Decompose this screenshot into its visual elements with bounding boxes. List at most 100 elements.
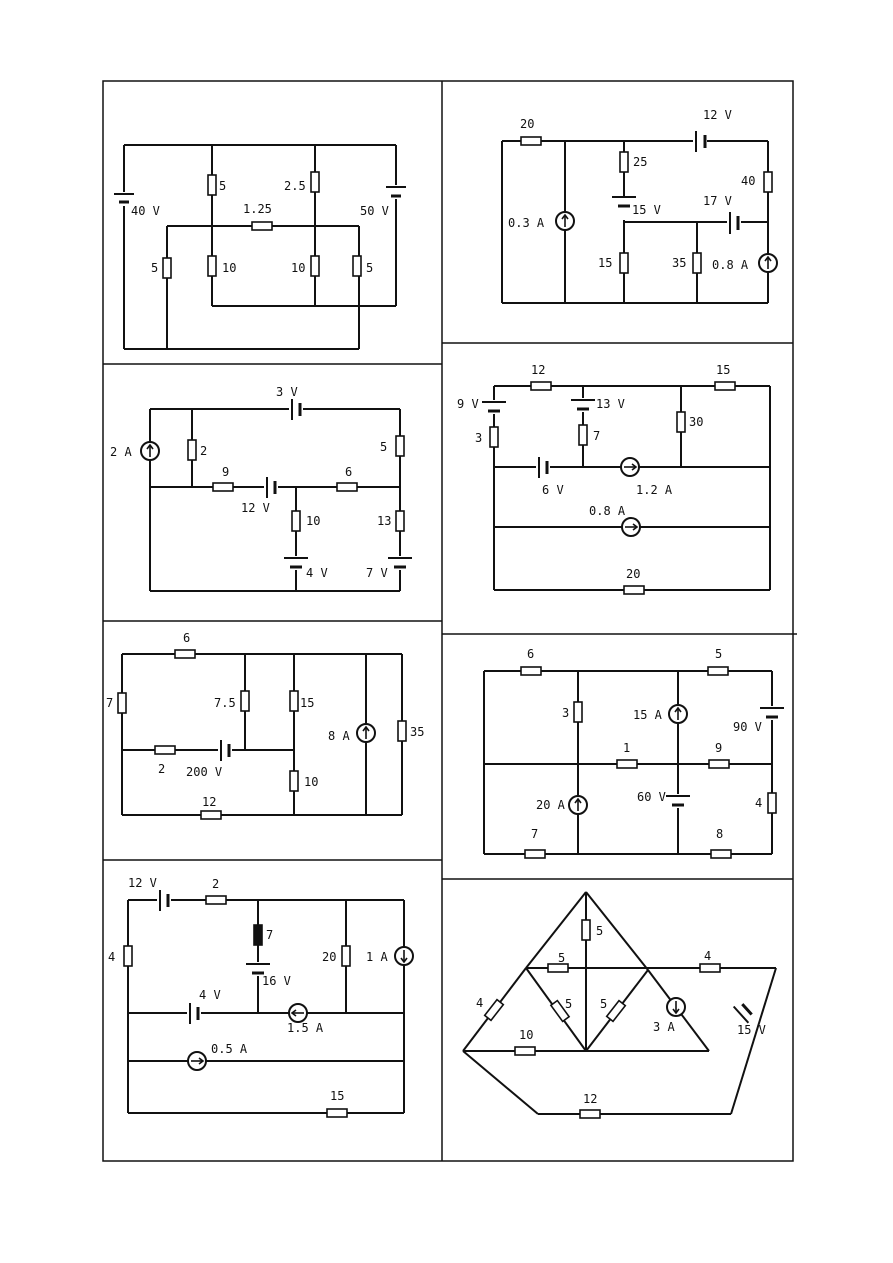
resistor-r5 <box>692 252 702 274</box>
circuit-7: 2 4 7 20 15 12 V 16 V 4 V 1.5 A 1 A 0.5 … <box>108 876 414 1118</box>
resistor-r2 <box>310 171 320 193</box>
label-r5: 30 <box>689 415 703 429</box>
resistor-r3 <box>699 963 721 973</box>
label-v3: 4 V <box>199 988 221 1002</box>
resistor-r5 <box>395 510 405 532</box>
label-r1: 12 <box>531 363 545 377</box>
circuit-8: 5 5 4 4 5 5 10 12 3 A 15 V <box>462 891 777 1119</box>
label-v1: 3 V <box>276 385 298 399</box>
current-source-1a <box>394 946 414 966</box>
label-r4: 1 <box>623 741 630 755</box>
label-r2: 15 <box>716 363 730 377</box>
circuit-4-wires <box>493 385 771 591</box>
label-r5: 13 <box>377 514 391 528</box>
battery-6v <box>536 457 550 478</box>
circuit-5: 6 7 7.5 15 35 2 10 12 200 V 8 A <box>106 631 424 820</box>
label-v3: 6 V <box>542 483 564 497</box>
label-v2: 15 V <box>632 203 661 217</box>
label-r4: 15 <box>300 696 314 710</box>
label-v1: 200 V <box>186 765 222 779</box>
battery-7v <box>388 556 412 570</box>
circuit-2-wires <box>501 140 769 304</box>
battery-3v <box>289 399 303 420</box>
circuit-4: 12 15 3 7 30 20 9 V 13 V 6 V 1.2 A 0.8 A <box>457 363 771 595</box>
label-r2: 5 <box>715 647 722 661</box>
resistor-r2 <box>212 482 234 492</box>
label-r6: 4 <box>755 796 762 810</box>
label-v1: 40 V <box>131 204 160 218</box>
label-r6: 10 <box>306 514 320 528</box>
resistor-r5 <box>397 720 407 742</box>
label-r2: 2.5 <box>284 179 306 193</box>
label-v4: 7 V <box>366 566 388 580</box>
circuit-2: 20 25 40 15 35 12 V 15 V 17 V 0.3 A 0.8 … <box>501 108 778 304</box>
resistor-r4 <box>616 759 638 769</box>
resistor-r2 <box>619 151 629 173</box>
label-r8: 12 <box>202 795 216 809</box>
label-i1: 1.5 A <box>287 1021 324 1035</box>
resistor-r4 <box>341 945 351 967</box>
resistor-r1 <box>520 136 542 146</box>
current-source-0.5a <box>187 1051 207 1071</box>
label-i1: 2 A <box>110 445 132 459</box>
label-v1: 12 V <box>703 108 732 122</box>
resistor-r6 <box>605 999 627 1023</box>
label-r1: 6 <box>183 631 190 645</box>
resistor-r5 <box>708 759 730 769</box>
resistor-r4 <box>162 257 172 279</box>
label-r4: 20 <box>322 950 336 964</box>
resistor-r7 <box>352 255 362 277</box>
resistor-r2 <box>547 963 569 973</box>
battery-200v <box>218 740 232 761</box>
battery-40v <box>114 192 134 206</box>
battery-9v <box>482 400 506 414</box>
label-r7: 10 <box>519 1028 533 1042</box>
label-r4: 15 <box>598 256 612 270</box>
resistor-r2 <box>117 692 127 714</box>
resistor-r2 <box>714 381 736 391</box>
label-r1: 6 <box>527 647 534 661</box>
battery-60v <box>666 794 690 808</box>
label-v2: 12 V <box>241 501 270 515</box>
resistor-r7 <box>289 770 299 792</box>
label-i1: 1.2 A <box>636 483 673 497</box>
resistor-r1 <box>187 439 197 461</box>
resistor-r3 <box>253 924 263 946</box>
label-r5: 35 <box>672 256 686 270</box>
resistor-r1 <box>207 174 217 196</box>
resistor-r4 <box>483 998 505 1022</box>
resistor-r3 <box>489 426 499 448</box>
label-r3: 3 <box>475 431 482 445</box>
label-r3: 7 <box>266 928 273 942</box>
resistor-r1 <box>174 649 196 659</box>
label-r6: 10 <box>291 261 305 275</box>
battery-13v <box>571 398 595 412</box>
label-r8: 12 <box>583 1092 597 1106</box>
resistor-r3 <box>240 690 250 712</box>
current-source-2a <box>140 441 160 461</box>
label-i1: 8 A <box>328 729 350 743</box>
current-source-0.8a <box>758 253 778 273</box>
battery-12v <box>693 131 707 152</box>
resistor-r3 <box>251 221 273 231</box>
resistor-r5 <box>676 411 686 433</box>
current-source-20a <box>568 795 588 815</box>
circuit-6: 6 5 3 1 9 4 7 8 15 A 90 V 20 A 60 V <box>483 647 784 859</box>
circuit-1-wires <box>123 144 397 350</box>
label-r1: 2 <box>200 444 207 458</box>
battery-4v <box>284 556 308 570</box>
label-r1: 5 <box>219 179 226 193</box>
label-i1: 15 A <box>633 708 663 722</box>
resistor-r8 <box>200 810 222 820</box>
label-r3: 3 <box>562 706 569 720</box>
resistor-r6 <box>291 510 301 532</box>
resistor-r6 <box>767 792 777 814</box>
resistor-r1 <box>581 919 591 941</box>
resistor-r1 <box>520 666 542 676</box>
label-r3: 40 <box>741 174 755 188</box>
label-r3: 4 <box>704 949 711 963</box>
label-i2: 0.8 A <box>712 258 749 272</box>
label-r6: 2 <box>158 762 165 776</box>
label-r1: 2 <box>212 877 219 891</box>
label-i2: 0.8 A <box>589 504 626 518</box>
